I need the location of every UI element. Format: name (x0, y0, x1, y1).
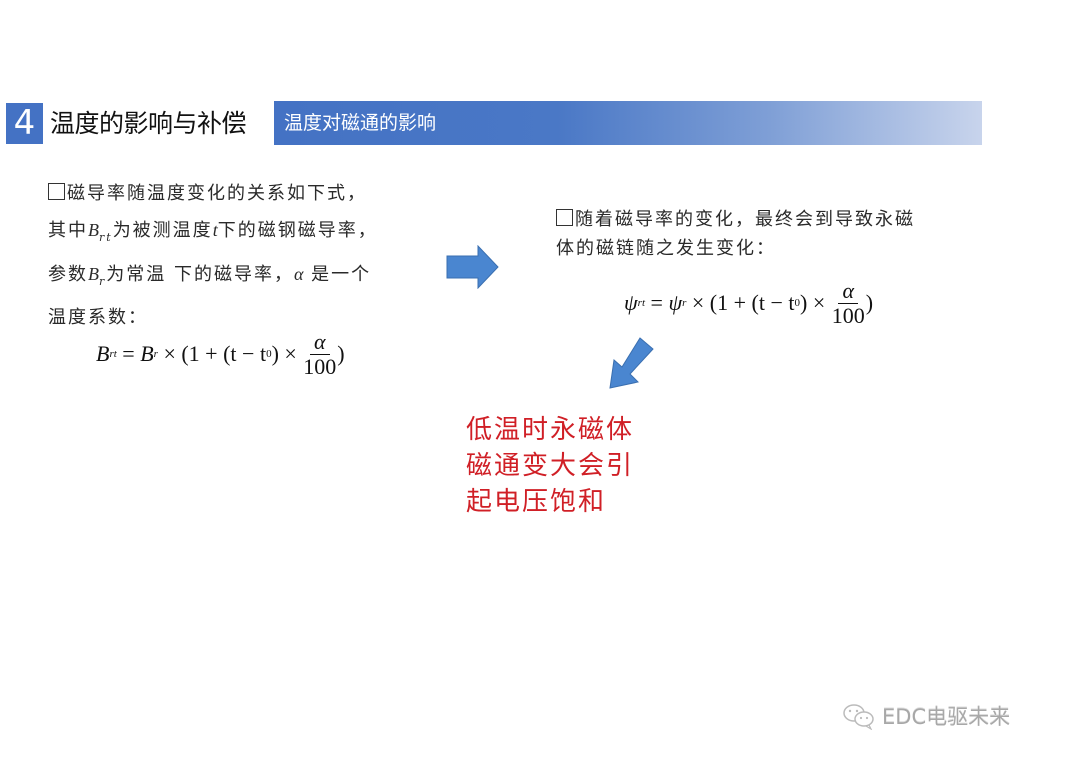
conclusion-text: 低温时永磁体 磁通变大会引 起电压饱和 (466, 412, 666, 520)
paragraph-line-2: 其中Brt为被测温度t下的磁钢磁导率， (48, 212, 428, 256)
formula-var: B (140, 341, 154, 366)
flux-linkage-description: 随着磁导率的变化，最终会到导致永磁 体的磁链随之发生变化： (556, 205, 976, 263)
formula-sub: rt (109, 348, 117, 360)
paragraph-line-2: 体的磁链随之发生变化： (556, 238, 776, 259)
checkbox-bullet-icon (556, 209, 573, 226)
var-t: t (212, 220, 218, 240)
fraction-numerator: α (310, 329, 330, 355)
conclusion-line: 磁通变大会引 (466, 451, 635, 481)
watermark-text: EDC电驱未来 (882, 705, 1011, 729)
fraction-denominator: 100 (303, 353, 337, 379)
checkbox-bullet-icon (48, 183, 65, 200)
var-sub: rt (99, 231, 113, 244)
line-text: 随着磁导率的变化，最终会到导致永磁 (575, 209, 915, 230)
var-sub: r (99, 275, 107, 288)
watermark: EDC电驱未来 (842, 700, 1010, 732)
formula-body: ) × (271, 341, 303, 366)
fraction-numerator: α (838, 278, 859, 304)
paragraph-line-1: 随着磁导率的变化，最终会到导致永磁 (556, 205, 976, 234)
formula-end: ) (865, 290, 874, 315)
line-text: 是一个 (303, 264, 372, 285)
paragraph-line-1: 磁导率随温度变化的关系如下式， (48, 176, 428, 212)
formula-eq: = (645, 290, 669, 315)
line-text: 为被测温度 (112, 220, 213, 241)
formula-body: × (1 + (t − t (686, 290, 795, 315)
paragraph-line-3: 参数Br为常温 下的磁导率，α 是一个 (48, 256, 428, 300)
line-text: 参数 (48, 264, 88, 285)
line-text: 下的磁钢磁导率， (217, 220, 378, 241)
formula-sub: 0 (266, 348, 272, 360)
arrow-down-left-icon (609, 337, 654, 389)
formula-sub: 0 (794, 297, 801, 309)
formula-sub: r (153, 348, 158, 360)
slide-subtitle: 温度对磁通的影响 (284, 112, 437, 134)
formula-var: ψ (668, 290, 683, 315)
permeability-description: 磁导率随温度变化的关系如下式， 其中Brt为被测温度t下的磁钢磁导率， 参数Br… (48, 176, 428, 336)
formula-body: × (1 + (t − t (157, 341, 267, 366)
fraction-denominator: 100 (831, 302, 865, 328)
formula-end: ) (337, 341, 345, 366)
formula-sub: r (682, 297, 687, 309)
formula-lhs: B (96, 341, 110, 366)
var-alpha: α (294, 264, 304, 284)
formula-lhs: ψ (624, 290, 638, 315)
formula-body: ) × (800, 290, 831, 315)
line-text: 为常温 下的磁导率， (106, 264, 294, 285)
conclusion-line: 低温时永磁体 (466, 415, 635, 445)
var-b: B (88, 220, 99, 240)
wechat-icon (843, 704, 874, 730)
arrow-right-icon (446, 245, 499, 289)
formula-eq: = (116, 341, 141, 366)
subtitle-bar: 温度对磁通的影响 (274, 101, 982, 145)
conclusion-line: 起电压饱和 (466, 487, 607, 517)
section-title: 温度的影响与补偿 (50, 109, 247, 138)
var-b: B (88, 264, 99, 284)
line-text: 其中 (48, 220, 88, 241)
line-text: 磁导率随温度变化的关系如下式， (67, 183, 367, 204)
paragraph-line-4: 温度系数： (48, 307, 148, 328)
section-number: 4 (6, 103, 43, 144)
formula-sub: rt (637, 297, 646, 309)
